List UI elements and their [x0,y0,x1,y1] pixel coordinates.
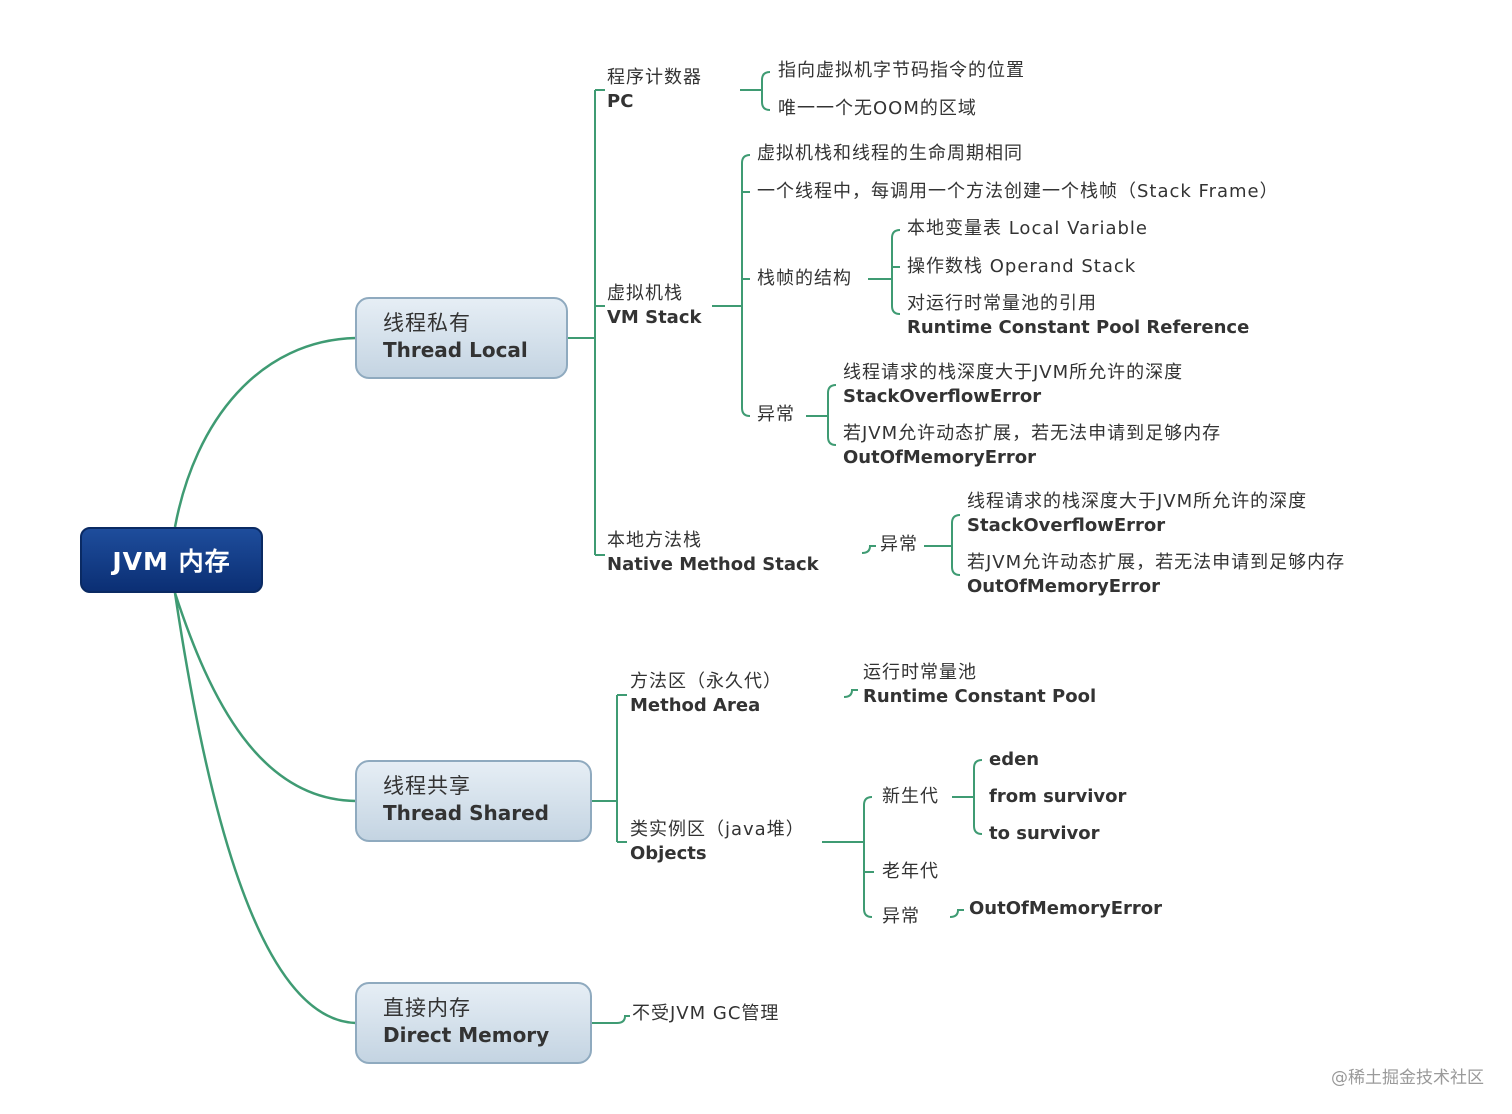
vm-oom-en: OutOfMemoryError [843,447,1036,468]
vm-oom-zh: 若JVM允许动态扩展，若无法申请到足够内存 [843,423,1222,444]
watermark: @稀土掘金技术社区 [1331,1068,1484,1088]
root-label: JVM 内存 [112,547,231,576]
rcp-en: Runtime Constant Pool [863,686,1097,707]
native-method-stack-node[interactable]: 本地方法栈 Native Method Stack [607,529,819,577]
eden-space: eden [989,749,1040,770]
native-so-en: StackOverflowError [967,515,1166,536]
native-oom-zh: 若JVM允许动态扩展，若无法申请到足够内存 [967,552,1346,573]
thread-shared-node[interactable]: 线程共享 Thread Shared [355,760,592,842]
pc-en: PC [607,91,634,112]
native-stack-zh: 本地方法栈 [607,530,702,551]
rcp-ref-zh: 对运行时常量池的引用 [907,293,1097,314]
pc-zh: 程序计数器 [607,67,702,88]
heap-oom-error: OutOfMemoryError [969,898,1162,919]
vm-so-zh: 线程请求的栈深度大于JVM所允许的深度 [843,362,1184,383]
native-oom-error: 若JVM允许动态扩展，若无法申请到足够内存 OutOfMemoryError [967,551,1345,599]
vm-so-en: StackOverflowError [843,386,1042,407]
method-area-en: Method Area [630,695,761,716]
method-area-zh: 方法区（永久代） [630,671,782,692]
pc-item-1: 指向虚拟机字节码指令的位置 [778,60,1025,81]
direct-memory-en: Direct Memory [383,1023,550,1047]
vm-stack-node[interactable]: 虚拟机栈 VM Stack [607,282,701,330]
vm-stack-oom-error: 若JVM允许动态扩展，若无法申请到足够内存 OutOfMemoryError [843,422,1221,470]
heap-en: Objects [630,843,707,864]
thread-local-zh: 线程私有 [383,311,471,335]
vm-stack-en: VM Stack [607,307,702,328]
heap-exception-label[interactable]: 异常 [882,906,920,927]
native-so-error: 线程请求的栈深度大于JVM所允许的深度 StackOverflowError [967,490,1307,538]
native-so-zh: 线程请求的栈深度大于JVM所允许的深度 [967,491,1308,512]
vm-stack-same-life: 虚拟机栈和线程的生命周期相同 [757,143,1023,164]
to-survivor: to survivor [989,823,1100,844]
heap-objects-node[interactable]: 类实例区（java堆） Objects [630,818,805,866]
rcp-ref-en: Runtime Constant Pool Reference [907,317,1250,338]
vm-stack-so-error: 线程请求的栈深度大于JVM所允许的深度 StackOverflowError [843,361,1183,409]
vm-stack-exception-label[interactable]: 异常 [757,404,795,425]
vm-stack-zh: 虚拟机栈 [607,283,683,304]
direct-memory-note: 不受JVM GC管理 [632,1003,780,1024]
pc-node[interactable]: 程序计数器 PC [607,66,702,114]
heap-zh: 类实例区（java堆） [630,819,805,840]
rcp-zh: 运行时常量池 [863,662,977,683]
operand-stack: 操作数栈 Operand Stack [907,256,1137,277]
young-generation-label[interactable]: 新生代 [882,786,939,807]
thread-local-node[interactable]: 线程私有 Thread Local [355,297,568,379]
frame-structure-label[interactable]: 栈帧的结构 [757,268,852,289]
method-area-node[interactable]: 方法区（永久代） Method Area [630,670,782,718]
vm-stack-frame-desc: 一个线程中，每调用一个方法创建一个栈帧（Stack Frame） [757,181,1279,202]
local-variable-table: 本地变量表 Local Variable [907,218,1148,239]
runtime-constant-pool: 运行时常量池 Runtime Constant Pool [863,661,1096,709]
jvm-memory-root-node[interactable]: JVM 内存 [80,527,263,593]
from-survivor: from survivor [989,786,1127,807]
direct-memory-node[interactable]: 直接内存 Direct Memory [355,982,592,1064]
native-exception-label[interactable]: 异常 [880,534,918,555]
thread-shared-zh: 线程共享 [383,774,471,798]
direct-memory-zh: 直接内存 [383,996,471,1020]
thread-local-en: Thread Local [383,338,528,362]
pc-item-2: 唯一一个无OOM的区域 [778,98,977,119]
native-stack-en: Native Method Stack [607,554,819,575]
thread-shared-en: Thread Shared [383,801,549,825]
runtime-constant-pool-reference: 对运行时常量池的引用 Runtime Constant Pool Referen… [907,292,1249,340]
native-oom-en: OutOfMemoryError [967,576,1160,597]
old-generation-label[interactable]: 老年代 [882,861,939,882]
